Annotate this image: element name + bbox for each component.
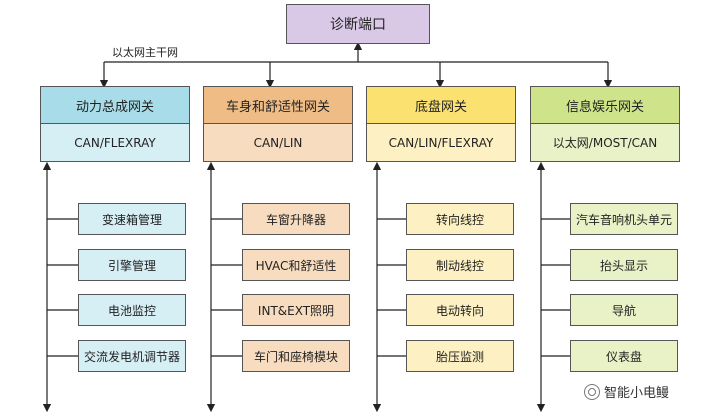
ecu-module-box: INT&EXT照明 xyxy=(242,294,350,326)
ecu-module-box: 导航 xyxy=(570,294,678,326)
gateway-title-box: 信息娱乐网关 xyxy=(530,86,680,124)
ecu-module-label: 仪表盘 xyxy=(605,349,642,364)
ecu-module-label: 电动转向 xyxy=(435,303,484,318)
ecu-module-label: 电池监控 xyxy=(107,303,156,318)
ecu-module-label: 交流发电机调节器 xyxy=(83,349,180,364)
ethernet-backbone-label: 以太网主干网 xyxy=(112,46,178,59)
ecu-module-label: 转向线控 xyxy=(435,212,484,227)
ecu-module-label: 变速箱管理 xyxy=(101,212,162,227)
ecu-module-label: INT&EXT照明 xyxy=(257,303,335,318)
watermark-text: 智能小电鳗 xyxy=(604,386,670,401)
ecu-module-label: 引擎管理 xyxy=(107,258,156,273)
gateway-title: 底盘网关 xyxy=(414,99,467,115)
gateway-bus-box: CAN/FLEXRAY xyxy=(40,124,190,162)
ecu-module-box: HVAC和舒适性 xyxy=(242,249,350,281)
ecu-module-label: 车窗升降器 xyxy=(265,212,326,227)
ecu-module-box: 胎压监测 xyxy=(406,340,514,372)
ecu-module-box: 抬头显示 xyxy=(570,249,678,281)
gateway-bus-box: CAN/LIN xyxy=(203,124,353,162)
gateway-title-box: 底盘网关 xyxy=(366,86,516,124)
gateway-bus-label: 以太网/MOST/CAN xyxy=(552,136,658,150)
ecu-module-box: 交流发电机调节器 xyxy=(78,340,186,372)
wechat-icon xyxy=(584,384,600,400)
gateway-bus-label: CAN/FLEXRAY xyxy=(74,135,156,150)
ecu-module-box: 电池监控 xyxy=(78,294,186,326)
diagnostic-port-box: 诊断端口 xyxy=(286,4,430,44)
ecu-module-box: 转向线控 xyxy=(406,203,514,235)
gateway-title: 车身和舒适性网关 xyxy=(225,99,330,115)
gateway-title-box: 车身和舒适性网关 xyxy=(203,86,353,124)
ecu-module-label: 抬头显示 xyxy=(599,258,648,273)
ecu-module-box: 电动转向 xyxy=(406,294,514,326)
ecu-module-box: 车窗升降器 xyxy=(242,203,350,235)
watermark: 智能小电鳗 xyxy=(584,382,669,401)
gateway-bus-label: CAN/LIN/FLEXRAY xyxy=(388,135,494,150)
ecu-module-box: 仪表盘 xyxy=(570,340,678,372)
ecu-module-label: 车门和座椅模块 xyxy=(253,349,338,364)
gateway-bus-label: CAN/LIN xyxy=(253,135,303,150)
gateway-bus-box: 以太网/MOST/CAN xyxy=(530,124,680,162)
ecu-module-box: 汽车音响机头单元 xyxy=(570,203,678,235)
ecu-module-label: 导航 xyxy=(611,303,636,318)
ecu-module-label: 汽车音响机头单元 xyxy=(575,212,672,227)
ecu-module-box: 制动线控 xyxy=(406,249,514,281)
ecu-module-label: 胎压监测 xyxy=(435,349,484,364)
ecu-module-box: 变速箱管理 xyxy=(78,203,186,235)
gateway-title: 信息娱乐网关 xyxy=(565,99,644,115)
ecu-module-label: HVAC和舒适性 xyxy=(255,258,337,273)
diagnostic-port-label: 诊断端口 xyxy=(330,17,386,33)
gateway-bus-box: CAN/LIN/FLEXRAY xyxy=(366,124,516,162)
gateway-title: 动力总成网关 xyxy=(75,99,154,115)
ecu-module-label: 制动线控 xyxy=(435,258,484,273)
ecu-module-box: 车门和座椅模块 xyxy=(242,340,350,372)
gateway-title-box: 动力总成网关 xyxy=(40,86,190,124)
ecu-module-box: 引擎管理 xyxy=(78,249,186,281)
